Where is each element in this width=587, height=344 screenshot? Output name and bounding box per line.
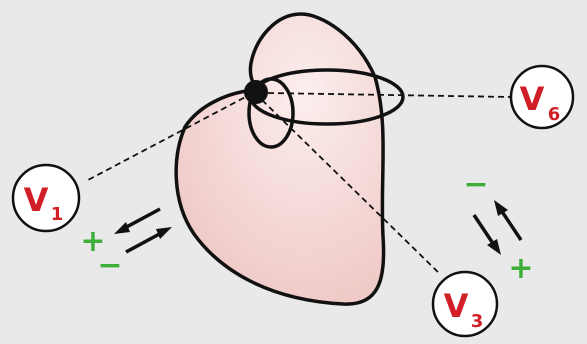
double-arrow-icon xyxy=(114,209,172,252)
left-arrow-up xyxy=(114,209,160,234)
lead-v1-label: V xyxy=(24,181,49,219)
heart-outline-icon xyxy=(176,14,403,304)
right-arrow-up xyxy=(494,200,521,240)
lead-v6-subscript: 6 xyxy=(548,104,561,125)
lead-v3-subscript: 3 xyxy=(471,311,484,332)
lead-v3: V 3 xyxy=(433,272,497,336)
origin-dot-icon xyxy=(244,80,268,104)
heart-ventricle-shape xyxy=(176,14,383,304)
double-arrow-icon xyxy=(474,200,521,255)
right-arrow-down xyxy=(474,215,501,255)
lead-v6-label: V xyxy=(520,80,545,118)
lead-v6: V 6 xyxy=(511,66,573,128)
lead-v1: V 1 xyxy=(13,165,79,231)
lead-v3-label: V xyxy=(444,287,469,325)
lead-v1-subscript: 1 xyxy=(51,204,64,225)
left-arrow-down xyxy=(126,227,172,252)
left-minus-sign: − xyxy=(97,248,122,283)
right-plus-sign: + xyxy=(508,251,533,286)
right-minus-sign: − xyxy=(463,167,488,202)
